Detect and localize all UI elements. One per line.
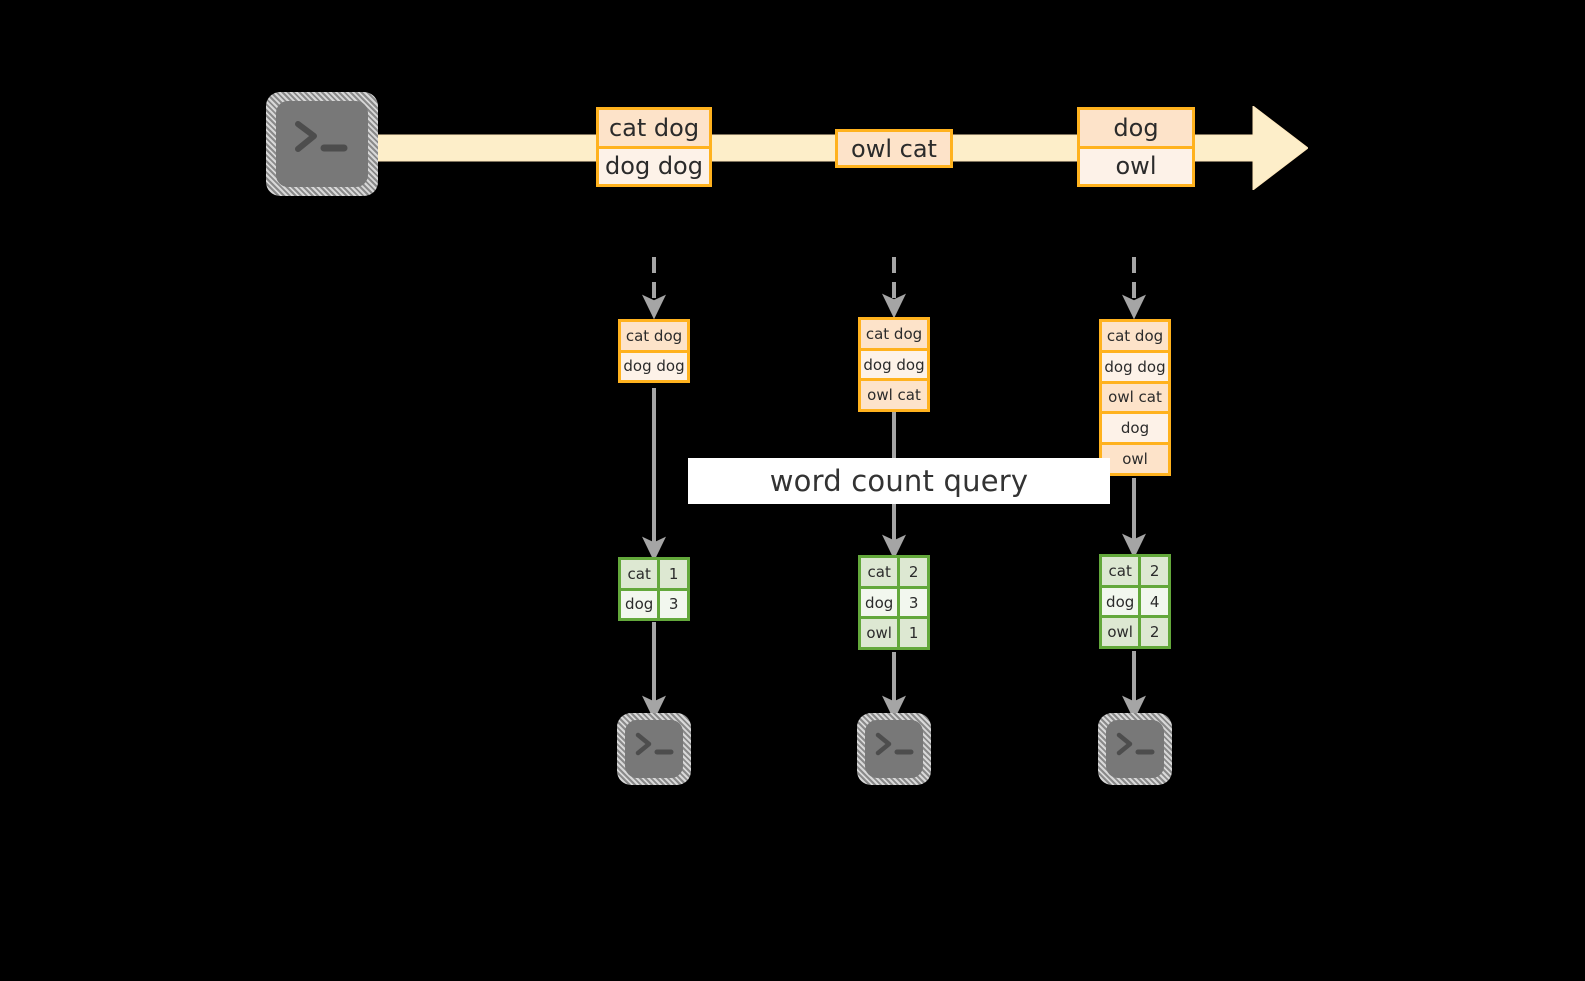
- terminal-prompt-icon: [295, 121, 348, 152]
- terminal-face: [1106, 720, 1164, 778]
- snapshot-result-3[interactable]: cat 2 dog 4 owl 2: [1099, 554, 1171, 649]
- result-row: dog 3: [621, 587, 687, 618]
- snapshot-input-line: cat dog: [1102, 322, 1168, 350]
- result-word: cat: [1102, 557, 1142, 585]
- result-row: dog 3: [861, 585, 927, 617]
- result-word: cat: [861, 558, 901, 586]
- terminal-prompt-icon: [1116, 732, 1155, 756]
- result-word: dog: [621, 590, 661, 618]
- stream-message-3[interactable]: dog owl: [1077, 107, 1195, 187]
- snapshot-input-3[interactable]: cat dog dog dog owl cat dog owl: [1099, 319, 1171, 476]
- snapshot-input-line: owl cat: [861, 378, 927, 410]
- stream-message-2[interactable]: owl cat: [835, 129, 953, 168]
- stream-message-1[interactable]: cat dog dog dog: [596, 107, 712, 187]
- result-row: owl 1: [861, 616, 927, 648]
- terminal-prompt-icon: [875, 732, 914, 756]
- snapshot-input-line: dog: [1102, 411, 1168, 443]
- terminal-face: [865, 720, 923, 778]
- sink-terminal-3[interactable]: [1098, 713, 1172, 785]
- result-word: dog: [861, 588, 901, 617]
- result-count: 3: [900, 588, 927, 617]
- stream-message-line: dog: [1080, 110, 1192, 146]
- sink-terminal-1[interactable]: [617, 713, 691, 785]
- query-banner: word count query: [688, 458, 1110, 504]
- snapshot-input-line: dog dog: [861, 347, 927, 379]
- snapshot-input-line: owl: [1102, 442, 1168, 473]
- result-row: cat 1: [621, 560, 687, 588]
- stream-message-line: owl: [1080, 145, 1192, 184]
- result-row: cat 2: [1102, 557, 1168, 585]
- snapshot-input-line: dog dog: [1102, 349, 1168, 381]
- query-banner-label: word count query: [769, 464, 1029, 498]
- stream-message-line: dog dog: [599, 145, 709, 184]
- result-word: owl: [1102, 618, 1142, 647]
- result-row: owl 2: [1102, 615, 1168, 647]
- snapshot-input-line: owl cat: [1102, 380, 1168, 412]
- terminal-prompt-icon: [635, 732, 674, 756]
- snapshot-input-2[interactable]: cat dog dog dog owl cat: [858, 317, 930, 412]
- result-word: cat: [621, 560, 661, 588]
- result-count: 2: [1141, 618, 1168, 647]
- stream-message-line: owl cat: [838, 132, 950, 165]
- result-word: dog: [1102, 587, 1142, 616]
- snapshot-result-2[interactable]: cat 2 dog 3 owl 1: [858, 555, 930, 650]
- sink-terminal-2[interactable]: [857, 713, 931, 785]
- result-word: owl: [861, 619, 901, 648]
- result-row: dog 4: [1102, 584, 1168, 616]
- result-count: 2: [900, 558, 927, 586]
- snapshot-input-line: dog dog: [621, 349, 687, 380]
- result-count: 1: [900, 619, 927, 648]
- snapshot-input-line: cat dog: [621, 322, 687, 350]
- result-count: 1: [660, 560, 687, 588]
- snapshot-input-line: cat dog: [861, 320, 927, 348]
- stream-message-line: cat dog: [599, 110, 709, 146]
- source-terminal[interactable]: [266, 92, 378, 196]
- terminal-face: [625, 720, 683, 778]
- result-row: cat 2: [861, 558, 927, 586]
- snapshot-result-1[interactable]: cat 1 dog 3: [618, 557, 690, 621]
- result-count: 2: [1141, 557, 1168, 585]
- snapshot-input-1[interactable]: cat dog dog dog: [618, 319, 690, 383]
- terminal-face: [276, 101, 368, 187]
- result-count: 3: [660, 590, 687, 618]
- result-count: 4: [1141, 587, 1168, 616]
